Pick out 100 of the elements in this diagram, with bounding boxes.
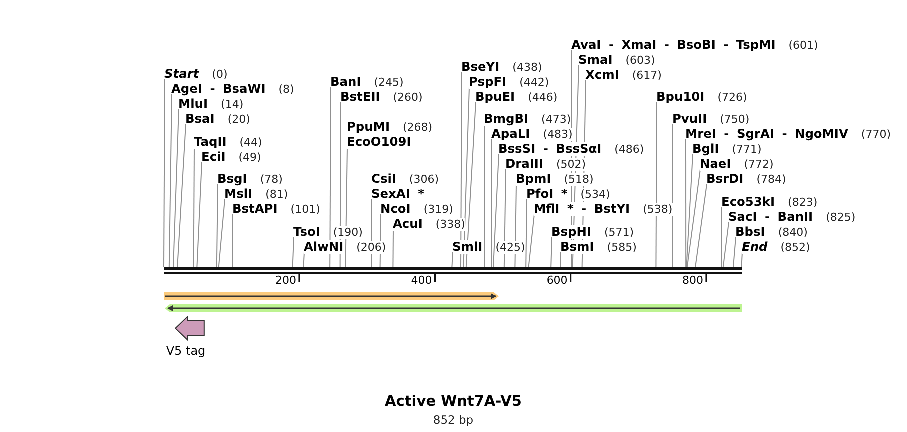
enzyme-name: BsgI [218, 172, 248, 186]
cut-position: (268) [403, 120, 433, 134]
leader-line [672, 124, 674, 268]
leader-line [345, 147, 348, 268]
cut-position: (770) [861, 128, 891, 140]
cut-position: (438) [512, 60, 542, 74]
enzyme-name: SmlI [452, 240, 483, 254]
leader-line [392, 229, 394, 268]
enzyme-name: BsmI [560, 240, 594, 254]
enzyme-name: SacI - BanII [728, 210, 814, 224]
cut-position: (617) [632, 68, 662, 82]
leader-line [452, 252, 454, 268]
cut-position: (771) [732, 142, 762, 156]
leader-line [484, 124, 486, 268]
enzyme-name: EcoO109I [347, 134, 412, 148]
enzyme-name: BstEII [340, 90, 380, 104]
enzyme-name: NcoI [380, 202, 411, 216]
enzyme-name: BglI [692, 142, 720, 156]
cut-position: (585) [607, 240, 637, 254]
leader-line [218, 199, 226, 268]
leader-line [232, 214, 234, 268]
leader-line [741, 252, 743, 268]
enzyme-name: MflI * - BstYI [534, 202, 630, 216]
cut-position: (306) [409, 172, 440, 186]
enzyme-name: AgeI - BsaWI [172, 82, 266, 96]
sequence-end-label: Start [164, 66, 200, 80]
leader-line [216, 184, 218, 268]
enzyme-name: SexAI * [372, 186, 424, 200]
enzyme-name: BsaI [186, 112, 215, 126]
sequence-end-label: End [742, 240, 768, 254]
leader-line [491, 139, 492, 268]
cut-position: (483) [543, 128, 573, 140]
cut-position: (0) [212, 68, 228, 80]
cut-position: (823) [788, 196, 818, 208]
enzyme-name: BbsI [736, 224, 766, 238]
cut-position: (44) [240, 136, 262, 148]
enzyme-name: MslI [224, 186, 253, 200]
cut-position: (534) [580, 188, 610, 200]
enzyme-name: BsrDI [706, 172, 744, 186]
enzyme-name: Bpu10I [656, 90, 705, 104]
leader-line [292, 237, 294, 268]
cut-position: (473) [542, 112, 572, 126]
cut-position: (338) [436, 218, 466, 230]
cut-position: (446) [528, 90, 558, 104]
leader-line [460, 72, 462, 268]
cut-position: (49) [238, 150, 262, 164]
leader-line [177, 124, 186, 268]
cut-position: (81) [266, 188, 288, 200]
cut-position: (784) [756, 172, 786, 186]
leader-line [504, 169, 506, 268]
cut-position: (840) [778, 226, 808, 238]
enzyme-name: SmaI [578, 52, 613, 66]
leader-line [463, 87, 470, 268]
cut-position: (571) [604, 226, 634, 238]
enzyme-name: Eco53kI [722, 194, 776, 208]
leader-line [173, 109, 180, 268]
leader-line [526, 199, 528, 268]
cut-position: (726) [718, 90, 748, 104]
cut-position: (8) [278, 82, 294, 96]
enzyme-name: BpmI [516, 172, 552, 186]
cut-position: (425) [496, 240, 526, 254]
axis-tick-label: 200 [276, 275, 296, 287]
leader-line [168, 94, 172, 268]
cut-position: (260) [393, 90, 423, 104]
enzyme-name: BseYI [462, 60, 500, 74]
enzyme-name: BspHI [552, 224, 592, 238]
enzyme-name: AlwNI [304, 240, 344, 254]
cut-position: (101) [290, 202, 320, 216]
diagram-caption: 852 bp [433, 413, 474, 427]
enzyme-name: DraIII [506, 156, 544, 170]
leader-line [722, 222, 730, 268]
leader-line [528, 214, 535, 268]
enzyme-name: MreI - SgrAI - NgoMIV [686, 126, 848, 140]
leader-line [493, 154, 500, 268]
cut-position: (750) [720, 112, 750, 126]
cut-position: (206) [356, 240, 386, 254]
enzyme-name: MluI [178, 96, 208, 110]
cut-position: (772) [744, 158, 774, 170]
cut-position: (14) [221, 98, 244, 110]
leader-line [686, 169, 701, 268]
enzyme-name: PspFI [469, 74, 507, 88]
enzyme-name: TaqII [194, 134, 227, 148]
cut-position: (538) [643, 202, 673, 216]
leader-line [733, 237, 736, 268]
enzyme-name: PfoI * [526, 186, 568, 200]
axis-tick-label: 800 [682, 275, 704, 287]
diagram-title: Active Wnt7A-V5 [385, 394, 522, 410]
cut-position: (502) [556, 158, 586, 170]
enzyme-name: BanI [330, 74, 362, 88]
enzyme-name: TsoI [294, 224, 320, 238]
leader-line [193, 147, 195, 268]
leader-line [686, 154, 694, 268]
leader-line [330, 87, 332, 268]
cut-position: (486) [614, 142, 644, 156]
cut-position: (190) [333, 226, 363, 238]
leader-line [466, 102, 476, 268]
cut-position: (518) [564, 172, 594, 186]
cut-position: (245) [374, 76, 404, 88]
leader-line [695, 184, 708, 268]
cut-position: (319) [424, 202, 454, 216]
